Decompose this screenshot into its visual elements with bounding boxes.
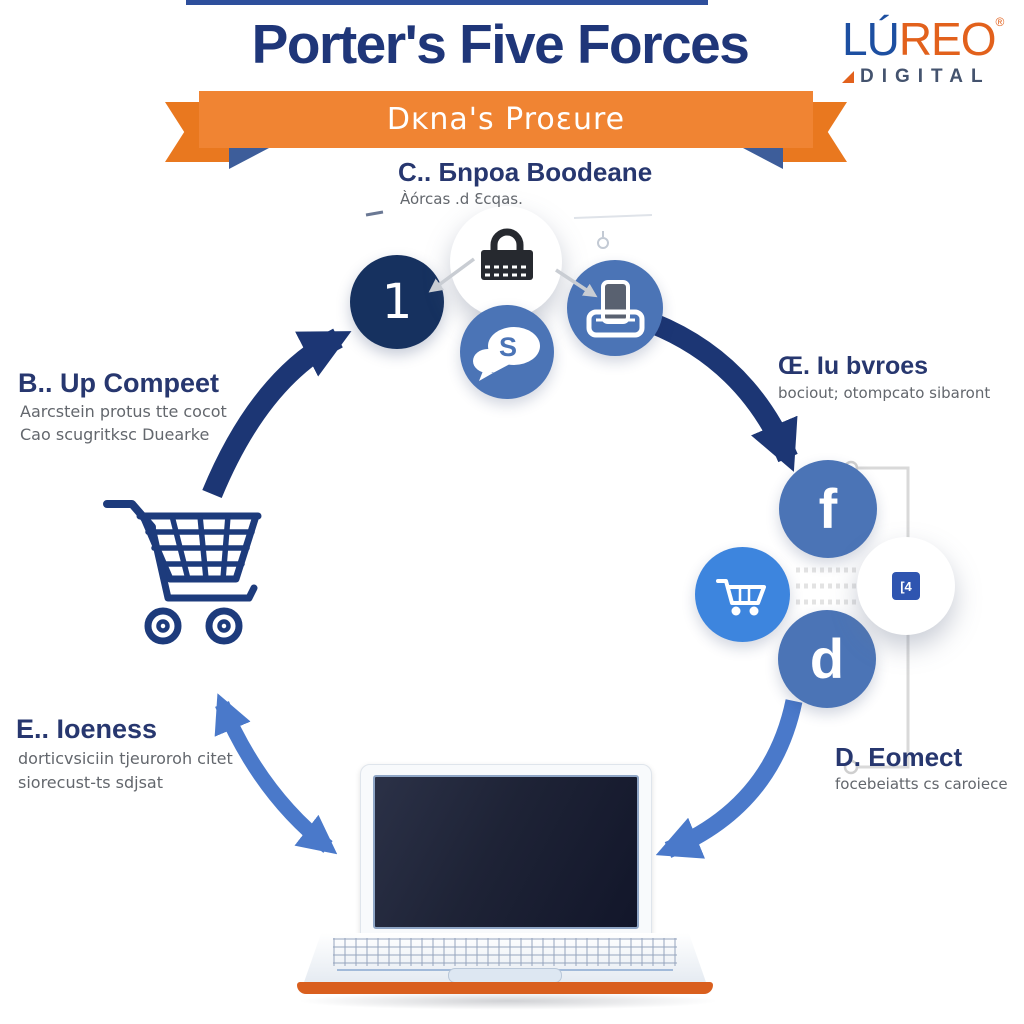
ribbon-fold-right xyxy=(743,148,783,169)
force-right-line1: bociout; otompcato sibaront xyxy=(778,384,991,402)
chat-letter: S xyxy=(499,332,517,362)
laptop-screen xyxy=(360,764,652,938)
laptop-keys xyxy=(333,938,677,966)
node-number-label: 1 xyxy=(381,274,413,330)
node-facebook: f xyxy=(779,460,877,558)
laptop-shadow xyxy=(296,992,720,1010)
logo-digital-text: DIGITAL xyxy=(860,66,991,87)
force-bottom-left-line1: dorticvsiciin tjeuroroh citet xyxy=(18,749,233,768)
force-bottom-right-line1: focebeiatts cs caroiece xyxy=(835,775,1008,793)
ribbon-fold-left xyxy=(229,148,269,169)
faint-line xyxy=(573,214,653,219)
phone-dock-icon xyxy=(586,280,645,338)
force-bottom-left-line2: siorecust-ts sdjsat xyxy=(18,773,164,792)
node-chat: S xyxy=(460,305,554,399)
force-left-line1: Aarcstein protus tte cocot xyxy=(20,402,227,421)
bracket-dash-lines xyxy=(796,567,858,605)
ribbon-banner: Dĸna's Proεure xyxy=(199,91,813,148)
node-number-1: 1 xyxy=(350,255,444,349)
facebook-letter: f xyxy=(818,477,838,540)
laptop-keyboard xyxy=(303,933,707,985)
laptop-display xyxy=(373,775,639,929)
d-letter: d xyxy=(809,627,845,690)
padlock-icon xyxy=(481,228,533,280)
mini-cart-icon xyxy=(716,579,766,616)
force-left-line2: Cao scugritksc Duearke xyxy=(20,425,210,444)
top-border-line xyxy=(186,0,708,5)
node-cart-blue xyxy=(695,547,790,642)
force-top-subtitle: Àórcas .d Ɛcqas. xyxy=(400,190,523,208)
node-phone-dock xyxy=(567,260,663,356)
arrow-phone-to-facebook xyxy=(648,313,798,472)
brand-logo-subtitle: DIGITAL xyxy=(842,66,1024,88)
laptop-touchpad xyxy=(448,968,562,983)
logo-text-blue: LÚ xyxy=(842,13,900,65)
node-d: d xyxy=(778,610,876,708)
brand-logo-wordmark: LÚREO® xyxy=(842,16,1024,62)
arrow-d-to-laptop xyxy=(655,699,803,859)
page-title: Porter's Five Forces xyxy=(251,13,750,75)
chat-bubbles-icon: S xyxy=(473,327,540,381)
registered-mark: ® xyxy=(995,15,1005,29)
node-lock xyxy=(450,206,562,318)
blue-square-badge-icon: [4 xyxy=(892,572,920,600)
force-left-heading: B.. Up Compeet xyxy=(18,368,220,398)
laptop-bottom-edge xyxy=(297,982,713,994)
force-top-heading: C.. Ƃnpoa Boodeane xyxy=(398,157,653,187)
brand-logo: LÚREO® DIGITAL xyxy=(842,16,1024,88)
arrow-laptop-double xyxy=(214,693,338,855)
small-glyph-mark xyxy=(597,231,609,249)
force-bottom-right-heading: D. Eomect xyxy=(835,742,963,772)
dark-dash-mark xyxy=(365,210,384,217)
shopping-cart-icon xyxy=(103,500,262,645)
arrow-cart-to-node1 xyxy=(202,328,352,499)
logo-swoosh-icon xyxy=(842,71,854,83)
force-right-heading: Œ. Iu bvroes xyxy=(778,352,929,380)
logo-text-orange: REO xyxy=(898,13,997,65)
node-badge: [4 xyxy=(857,537,955,635)
ribbon-label: Dĸna's Proεure xyxy=(386,102,626,137)
force-bottom-left-heading: E.. Ioeness xyxy=(16,714,158,744)
